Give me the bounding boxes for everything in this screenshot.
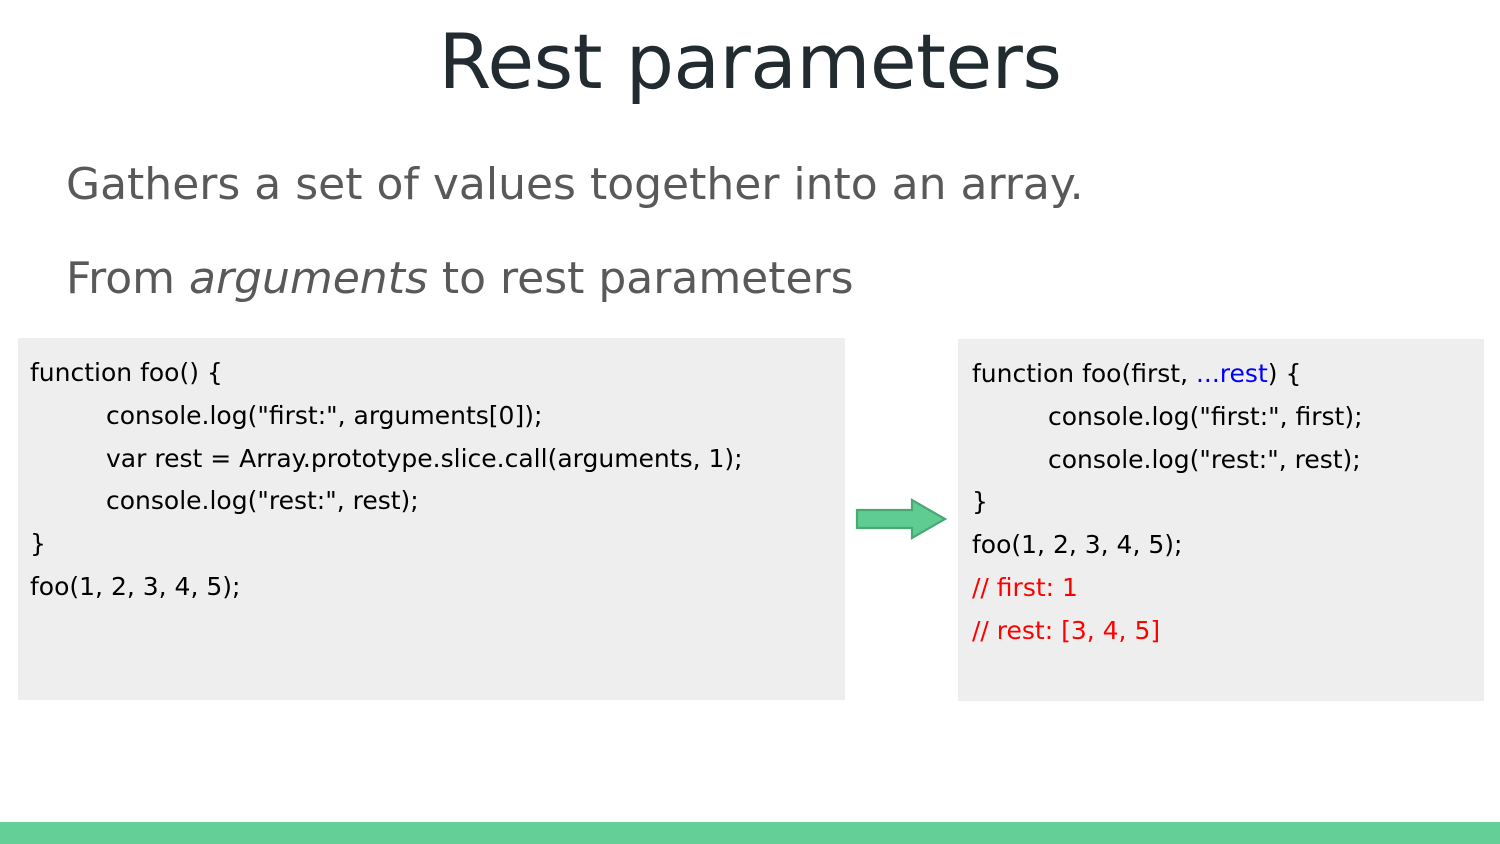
bullet-2-suffix: to rest parameters (427, 253, 854, 304)
bullet-list: Gathers a set of values together into an… (66, 138, 1446, 326)
code-line: function foo(first, ...rest) { (972, 353, 1468, 396)
slide-title: Rest parameters (438, 17, 1062, 106)
code-comment-line: // first: 1 (972, 572, 1078, 602)
code-comment-line: // rest: [3, 4, 5] (972, 615, 1161, 645)
right-arrow-icon (855, 498, 947, 540)
code-block-rest-parameters: function foo(first, ...rest) { console.l… (958, 339, 1484, 701)
bullet-2-prefix: From (66, 253, 189, 304)
code-line: var rest = Array.prototype.slice.call(ar… (106, 443, 743, 473)
code-line: function foo() { (30, 358, 223, 387)
bottom-accent-bar (0, 822, 1500, 844)
code-line: foo(1, 2, 3, 4, 5); (972, 530, 1183, 560)
code-line: } (30, 529, 46, 559)
bullet-2-emphasis: arguments (189, 253, 428, 304)
code-line: console.log("rest:", rest); (106, 486, 419, 516)
code-block-arguments: function foo() { console.log("first:", a… (18, 338, 845, 700)
arrow-shape (855, 498, 947, 540)
code-line: console.log("rest:", rest); (1048, 444, 1361, 474)
code-line: console.log("first:", arguments[0]); (106, 400, 543, 430)
bullet-item-2: From arguments to rest parameters (66, 232, 1446, 326)
code-line: } (972, 487, 988, 517)
code-line: console.log("first:", first); (1048, 401, 1363, 431)
code-token-rest-highlight: ...rest (1195, 359, 1268, 388)
code-token-pre: function foo(first, (972, 359, 1196, 388)
bullet-item-1: Gathers a set of values together into an… (66, 159, 1084, 210)
code-token-post: ) { (1267, 359, 1302, 388)
code-line: foo(1, 2, 3, 4, 5); (30, 571, 241, 601)
